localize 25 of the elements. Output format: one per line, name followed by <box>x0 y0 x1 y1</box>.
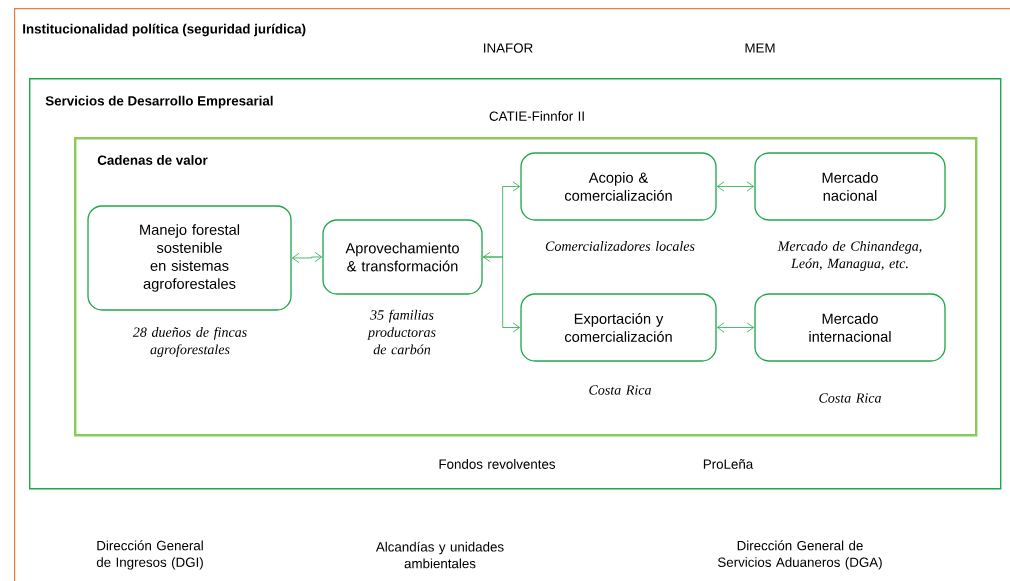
node-label: 28 dueños de fincas agroforestales <box>132 326 247 358</box>
label: INAFOR <box>484 43 533 53</box>
process-box: Manejo forestal sostenible en sistemas agroforestales <box>87 205 292 311</box>
node-label: Mercado de Chinandega, León, Managua, etc. <box>777 241 922 271</box>
arrow <box>716 322 755 333</box>
node-label: Costa Rica <box>819 393 881 403</box>
label: Alcandías y unidades ambientales <box>375 541 504 569</box>
label: Dirección General de Servicios Aduaneros (DGA) <box>718 540 882 570</box>
process-box: Mercado nacional <box>754 152 946 221</box>
label: Dirección General de Ingresos (DGI) <box>96 540 203 570</box>
label: ProLeña <box>703 459 754 469</box>
arrow <box>483 181 521 263</box>
process-box: Mercado internacional <box>754 293 946 362</box>
process-box: Aprovechamiento & transformación <box>322 219 483 295</box>
process-box: Exportación y comercialización <box>520 293 717 362</box>
label: Fondos revolventes <box>439 459 556 469</box>
node-label: 35 familias productoras de carbón <box>367 309 436 355</box>
node-label: Comercializadores locales <box>545 241 695 251</box>
arrow <box>716 181 755 192</box>
node-label: Costa Rica <box>589 385 651 395</box>
label: CATIE-Finnfor II <box>489 111 584 121</box>
process-box: Acopio & comercialización <box>520 152 717 221</box>
label: MEM <box>745 43 775 53</box>
arrow <box>482 256 521 333</box>
arrow <box>291 251 323 264</box>
